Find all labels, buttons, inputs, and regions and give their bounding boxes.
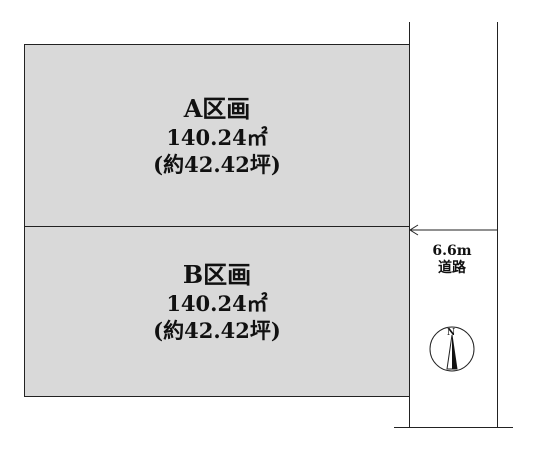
north-arrow-icon: N — [429, 326, 475, 372]
road-width: 6.6m — [432, 243, 472, 259]
lot-a-name: A区画 — [183, 94, 251, 123]
lot-b-name: B区画 — [182, 260, 252, 289]
road-edge-right — [497, 22, 498, 427]
road-edge-left — [409, 22, 410, 427]
lot-a-tsubo: (約42.42坪) — [153, 152, 281, 177]
lot-b-label: B区画 140.24㎡ (約42.42坪) — [25, 260, 409, 344]
road-label: 6.6m 道路 — [420, 243, 484, 277]
lot-a: A区画 140.24㎡ (約42.42坪) — [24, 44, 410, 227]
lot-b-area: 140.24㎡ — [166, 291, 268, 316]
road-width-arrow-icon — [409, 224, 497, 236]
lot-a-label: A区画 140.24㎡ (約42.42坪) — [25, 94, 409, 178]
lot-b: B区画 140.24㎡ (約42.42坪) — [24, 226, 410, 397]
north-letter: N — [447, 328, 455, 338]
lot-a-area: 140.24㎡ — [166, 125, 268, 150]
lot-b-tsubo: (約42.42坪) — [153, 318, 281, 343]
road-edge-bottom — [394, 427, 513, 428]
road-name: 道路 — [438, 260, 466, 276]
